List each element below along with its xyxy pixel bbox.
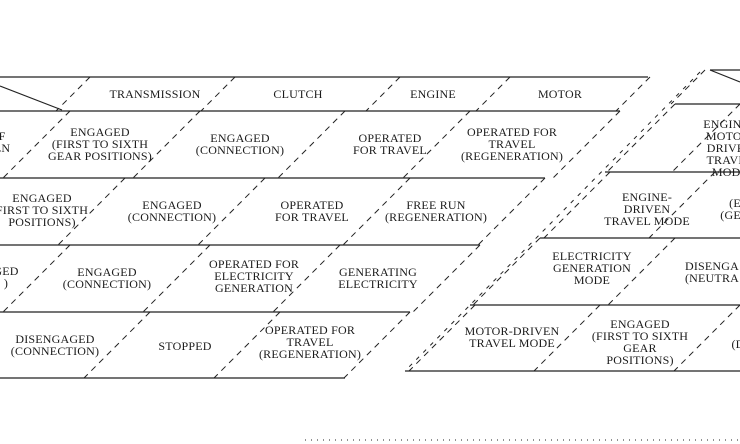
cell-separator: [475, 76, 511, 112]
cell-r1-clutch: ENGAGED (CONNECTION): [195, 131, 285, 157]
cell-separator: [277, 110, 346, 179]
cell-r1-motor: OPERATED FOR TRAVEL (REGENERATION): [460, 125, 564, 163]
cell-separator: [213, 311, 281, 379]
cell-separator: [142, 244, 211, 313]
cell-separator: [272, 244, 341, 313]
cell-rt-r4-clutch: (D: [731, 337, 740, 351]
cell-r1-mode: F EN: [0, 129, 11, 155]
cell-r2-engine: OPERATED FOR TRAVEL: [275, 198, 349, 224]
cell-separator: [607, 237, 676, 306]
header-clutch: CLUTCH: [273, 87, 323, 101]
cell-separator: [552, 110, 621, 179]
cell-separator: [671, 103, 740, 173]
cell-separator: [55, 76, 91, 112]
header-motor: MOTOR: [537, 87, 583, 101]
header-corner-diagonal: [709, 69, 740, 83]
cell-rt-r3-transmission: DISENGA (NEUTRA: [684, 259, 740, 285]
cell-separator: [402, 110, 471, 179]
cell-separator: [412, 244, 481, 313]
cell-rt-r4-transmission: ENGAGED (FIRST TO SIXTH GEAR POSITIONS): [591, 317, 689, 367]
cell-separator: [408, 304, 476, 372]
cell-separator: [615, 76, 651, 112]
cell-separator: [132, 110, 201, 179]
cell-separator: [648, 171, 716, 239]
cell-r3-engine: OPERATED FOR ELECTRICITY GENERATION: [208, 257, 300, 295]
header-corner-diagonal: [0, 85, 63, 111]
mode-electricity-generation: ELECTRICITY GENERATION MODE: [552, 249, 632, 287]
cell-r4-clutch: DISENGAGED (CONNECTION): [10, 332, 100, 358]
cell-r2-motor: FREE RUN (REGENERATION): [384, 198, 488, 224]
cell-r2-transmission: ENGAGED FIRST TO SIXTH POSITIONS): [0, 191, 89, 229]
cell-separator: [543, 171, 611, 239]
cell-separator: [670, 69, 706, 105]
cell-separator: [57, 177, 126, 246]
cell-separator: [2, 244, 71, 313]
mode-engine-driven: ENGINE-DRIVEN TRAVEL MODE: [604, 190, 690, 228]
cell-separator: [342, 177, 411, 246]
header-engine: ENGINE: [410, 87, 456, 101]
cell-r2-clutch: ENGAGED (CONNECTION): [127, 198, 217, 224]
cell-separator: [83, 311, 151, 379]
cell-separator: [343, 311, 411, 379]
cell-separator: [365, 76, 401, 112]
cell-separator: [2, 110, 71, 179]
cell-r3-motor: GENERATING ELECTRICITY: [338, 265, 418, 291]
cell-r3-transmission: GED ): [0, 264, 19, 290]
cell-separator: [533, 304, 601, 372]
cell-separator: [472, 237, 541, 306]
cell-r1-engine: OPERATED FOR TRAVEL: [353, 131, 427, 157]
table-divider: [404, 71, 701, 372]
cell-r4-motor: OPERATED FOR TRAVEL (REGENERATION): [258, 323, 362, 361]
cell-separator: [477, 177, 546, 246]
cell-separator: [200, 76, 236, 112]
cell-r4-engine: STOPPED: [158, 339, 212, 353]
header-transmission: TRANSMISSION: [109, 87, 201, 101]
cell-r3-clutch: ENGAGED (CONNECTION): [62, 265, 152, 291]
mode-motor-driven: MOTOR-DRIVEN TRAVEL MODE: [464, 324, 560, 350]
mode-engine-motor-driven: ENGINE-/ MOTOR-DRIVEN TRAVEL MODE: [703, 117, 740, 179]
cell-r1-transmission: ENGAGED (FIRST TO SIXTH GEAR POSITIONS): [47, 125, 153, 163]
cell-separator: [673, 304, 740, 372]
cell-separator: [606, 103, 676, 173]
cell-rt-r2-transmission: (E (GEA: [720, 196, 740, 222]
cell-separator: [197, 177, 266, 246]
